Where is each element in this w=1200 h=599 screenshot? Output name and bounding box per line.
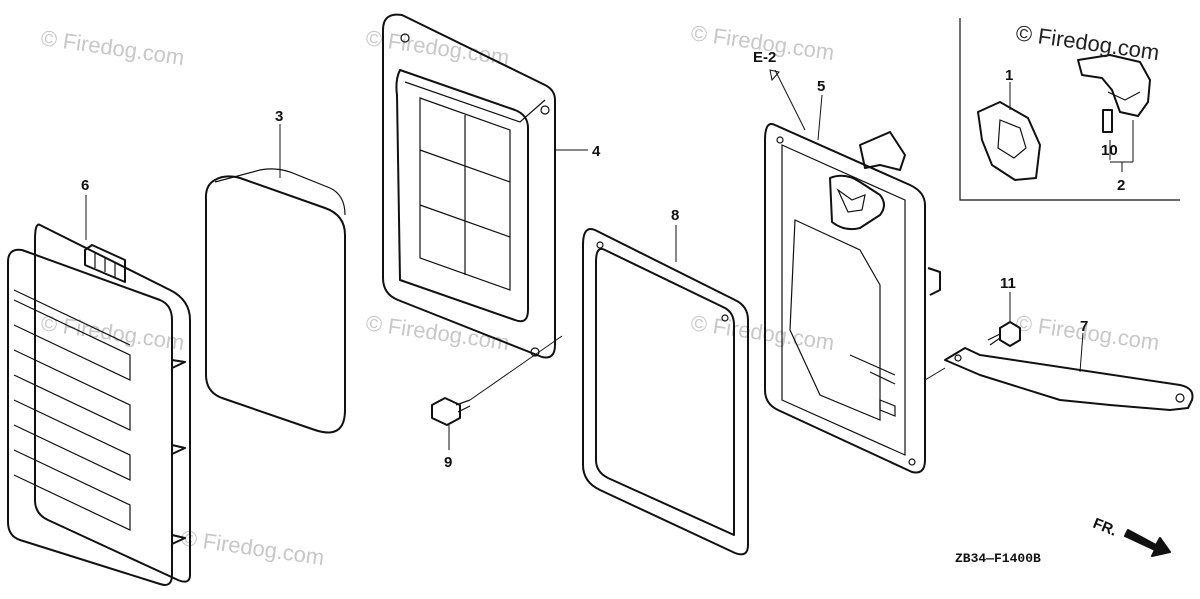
part-11-bolt (987, 292, 1021, 347)
front-direction-label: FR. (1091, 515, 1120, 540)
part-8-gasket (582, 228, 749, 556)
watermark: © Firedog.com (179, 525, 326, 570)
part-5-air-cleaner-case (764, 123, 941, 474)
callout-3: 3 (275, 108, 283, 125)
callout-10: 10 (1101, 142, 1118, 159)
part-6-air-cleaner-cover (7, 223, 191, 586)
watermark: © Firedog.com (39, 25, 186, 70)
callout-5: 5 (817, 78, 825, 95)
callout-1: 1 (1005, 67, 1013, 84)
diagram-code: ZB34—F1400B (955, 551, 1041, 566)
callout-2: 2 (1117, 177, 1125, 194)
part-7-stay (924, 347, 1194, 411)
callout-9: 9 (444, 454, 452, 471)
watermark: © Firedog.com (364, 310, 511, 355)
watermark-layer: © Firedog.com © Firedog.com © Firedog.co… (39, 20, 1161, 570)
callout-7: 7 (1080, 318, 1088, 335)
callout-4: 4 (592, 143, 601, 160)
callout-6: 6 (81, 177, 89, 194)
part-9-bolt (431, 335, 563, 426)
callout-labels: 1 2 3 4 5 6 7 8 9 10 11 E-2 ZB34—F1400B (81, 49, 1125, 566)
callout-8: 8 (671, 207, 679, 224)
front-direction-indicator: FR. (1091, 515, 1171, 557)
watermark: © Firedog.com (39, 310, 186, 355)
inset-detail: © Firedog.com (959, 18, 1180, 201)
watermark: © Firedog.com (689, 310, 836, 355)
leader-lines (85, 69, 1084, 450)
callout-11: 11 (1000, 275, 1016, 292)
part-4-element-case (382, 13, 556, 359)
part-3-foam-element (204, 168, 346, 434)
reference-e2: E-2 (753, 49, 776, 66)
